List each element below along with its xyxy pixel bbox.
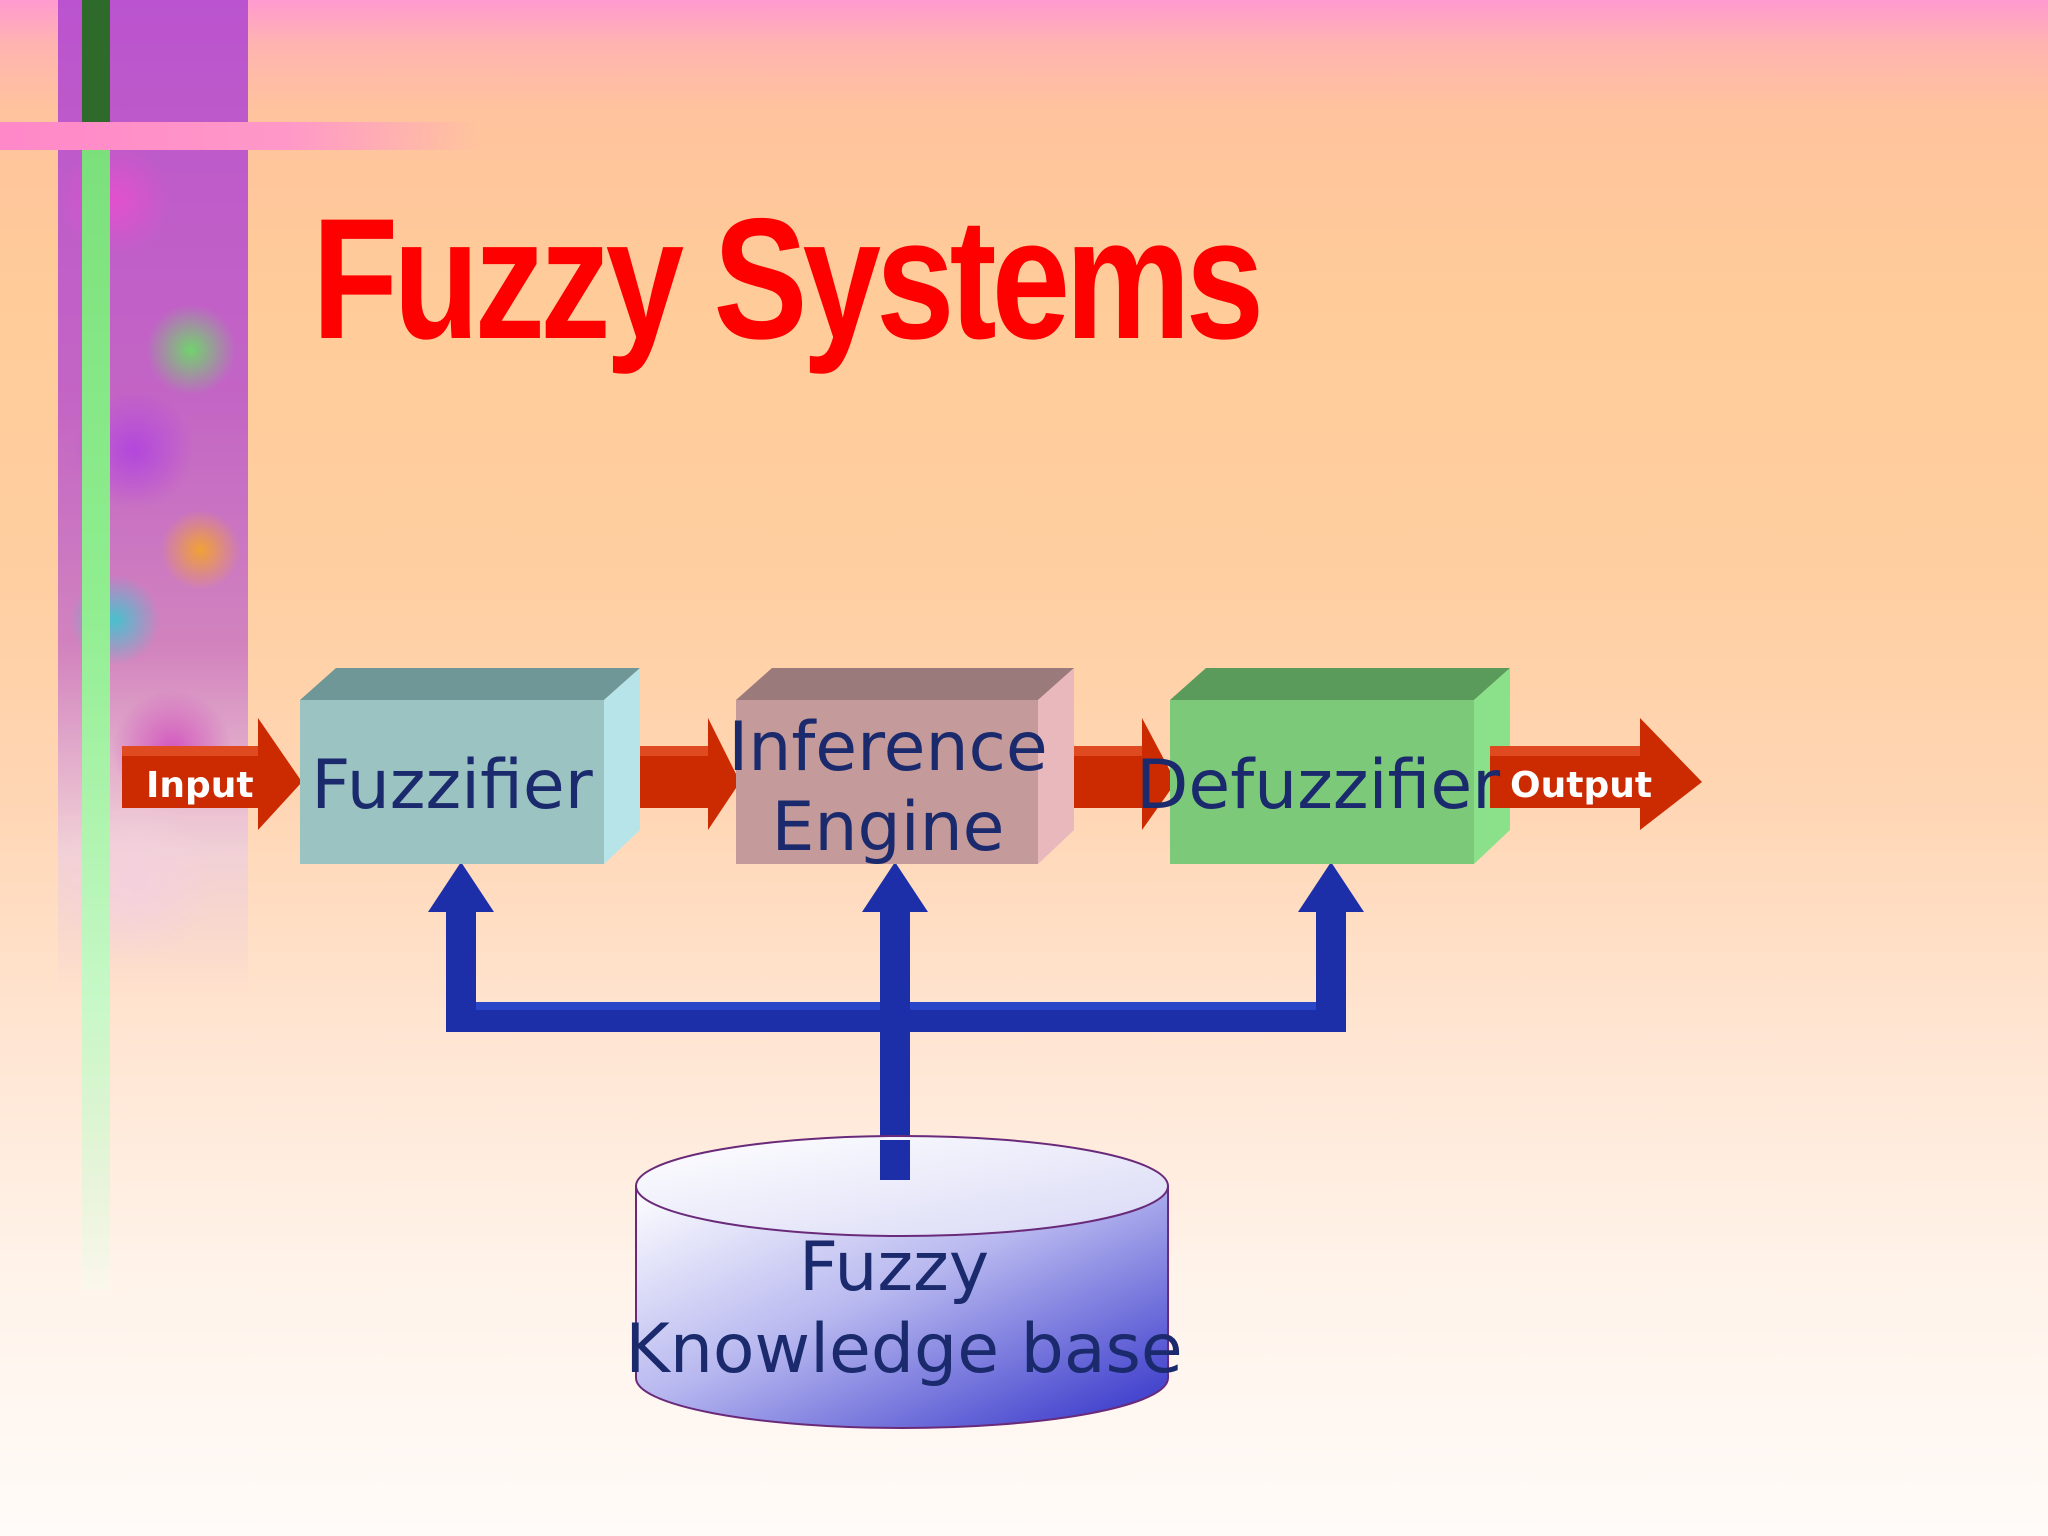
connector-arrow-2 — [1056, 718, 1176, 830]
defuzzifier-label: Defuzzifier — [1136, 746, 1500, 825]
knowledge-base-label-line1: Fuzzy — [799, 1228, 989, 1307]
fuzzifier-block: Fuzzifier — [300, 668, 640, 864]
inference-engine-label-line1: Inference — [728, 708, 1048, 787]
fuzzifier-label: Fuzzifier — [311, 746, 592, 825]
decorative-horizontal-line — [0, 122, 480, 150]
slide-title: Fuzzy Systems — [312, 183, 1264, 375]
output-arrow: Output — [1490, 718, 1702, 830]
inference-engine-label-line2: Engine — [771, 788, 1004, 867]
input-arrow: Input — [122, 718, 302, 830]
defuzzifier-block — [1170, 668, 1510, 864]
decorative-vertical-line — [82, 0, 110, 125]
output-arrow-label: Output — [1510, 765, 1652, 806]
decorative-vertical-line-light — [82, 150, 110, 1290]
knowledge-base-cylinder: Fuzzy Knowledge base — [625, 1135, 1183, 1429]
input-arrow-label: Input — [146, 765, 254, 806]
knowledge-base-label-line2: Knowledge base — [625, 1310, 1183, 1389]
inference-engine-block: Inference Engine — [728, 668, 1074, 867]
connector-arrow-1 — [622, 718, 740, 830]
